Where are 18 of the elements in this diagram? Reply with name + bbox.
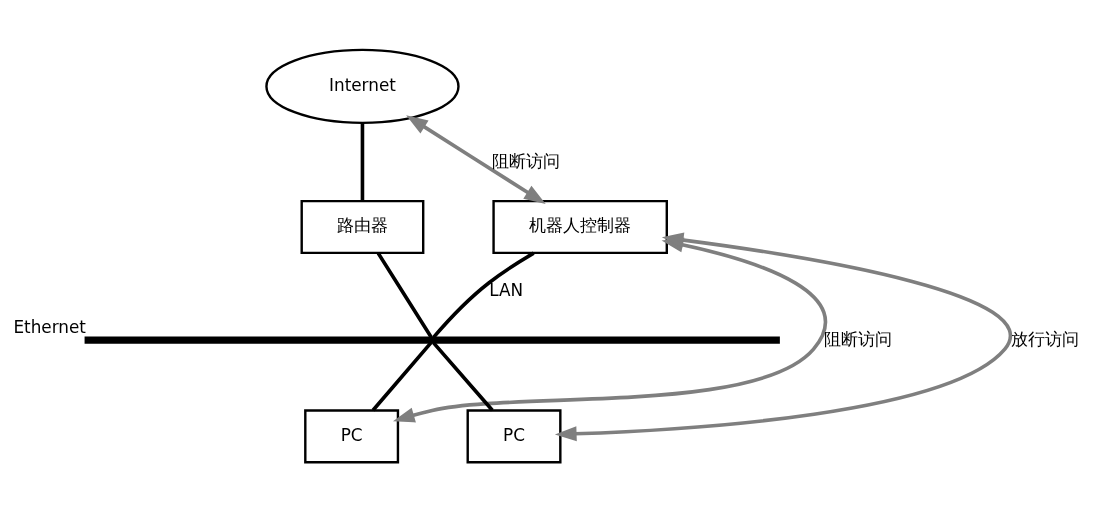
connector xyxy=(376,251,433,338)
node-label: Ethernet xyxy=(13,316,86,337)
edge-label: 阻断访问 xyxy=(492,150,561,171)
node-box: PC xyxy=(466,408,562,463)
node-box: 路由器 xyxy=(300,199,425,254)
node-box: PC xyxy=(304,408,400,463)
edge-label: 放行访问 xyxy=(1010,328,1079,349)
edge-label: 阻断访问 xyxy=(824,328,893,349)
connector xyxy=(432,340,494,411)
edge-label: LAN xyxy=(489,279,524,300)
arrow xyxy=(406,114,546,204)
node-box: 机器人控制器 xyxy=(492,199,668,254)
arrow xyxy=(554,232,1012,441)
connector xyxy=(371,340,433,411)
node-bar xyxy=(84,335,780,344)
connector xyxy=(432,251,535,339)
node-ellipse: Internet xyxy=(265,48,460,124)
connector xyxy=(360,122,365,201)
